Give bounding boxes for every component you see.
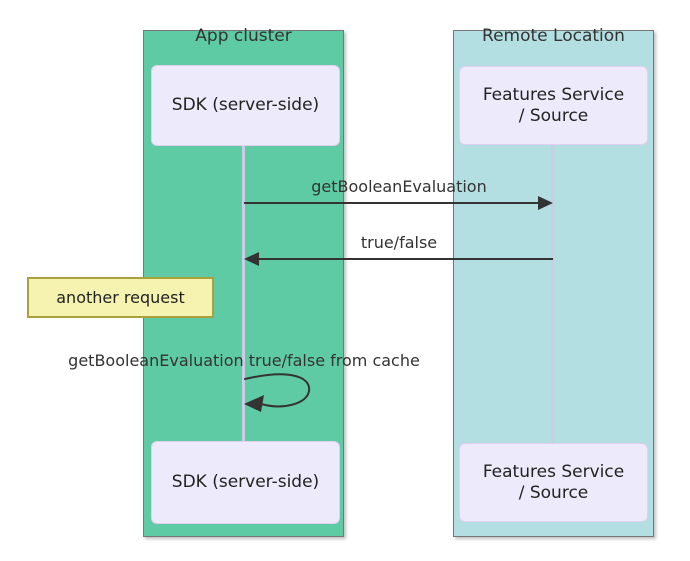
participant-sdk-bottom: SDK (server-side) bbox=[151, 441, 340, 524]
participant-sdk-bottom-label: SDK (server-side) bbox=[171, 472, 320, 492]
participant-features-bottom-line2: / Source bbox=[518, 482, 589, 503]
region-app-cluster-title: App cluster bbox=[195, 26, 292, 46]
participant-features-bottom-line1: Features Service bbox=[482, 461, 625, 482]
note-another-request: another request bbox=[27, 277, 214, 318]
participant-sdk-top-label: SDK (server-side) bbox=[171, 95, 320, 115]
participant-features-service-bottom: Features Service / Source bbox=[459, 443, 648, 522]
message-label-getbooleanevaluation: getBooleanEvaluation bbox=[311, 177, 487, 196]
participant-features-top-line2: / Source bbox=[518, 105, 589, 126]
message-label-cache: getBooleanEvaluation true/false from cac… bbox=[68, 351, 420, 370]
participant-sdk-top: SDK (server-side) bbox=[151, 65, 340, 146]
participant-features-service-top: Features Service / Source bbox=[459, 66, 648, 145]
lifeline-features-service bbox=[551, 145, 554, 443]
note-label: another request bbox=[56, 288, 185, 307]
lifeline-sdk bbox=[242, 146, 245, 441]
participant-features-top-line1: Features Service bbox=[482, 84, 625, 105]
message-label-true-false: true/false bbox=[360, 233, 438, 252]
region-remote-location-title: Remote Location bbox=[482, 26, 625, 46]
